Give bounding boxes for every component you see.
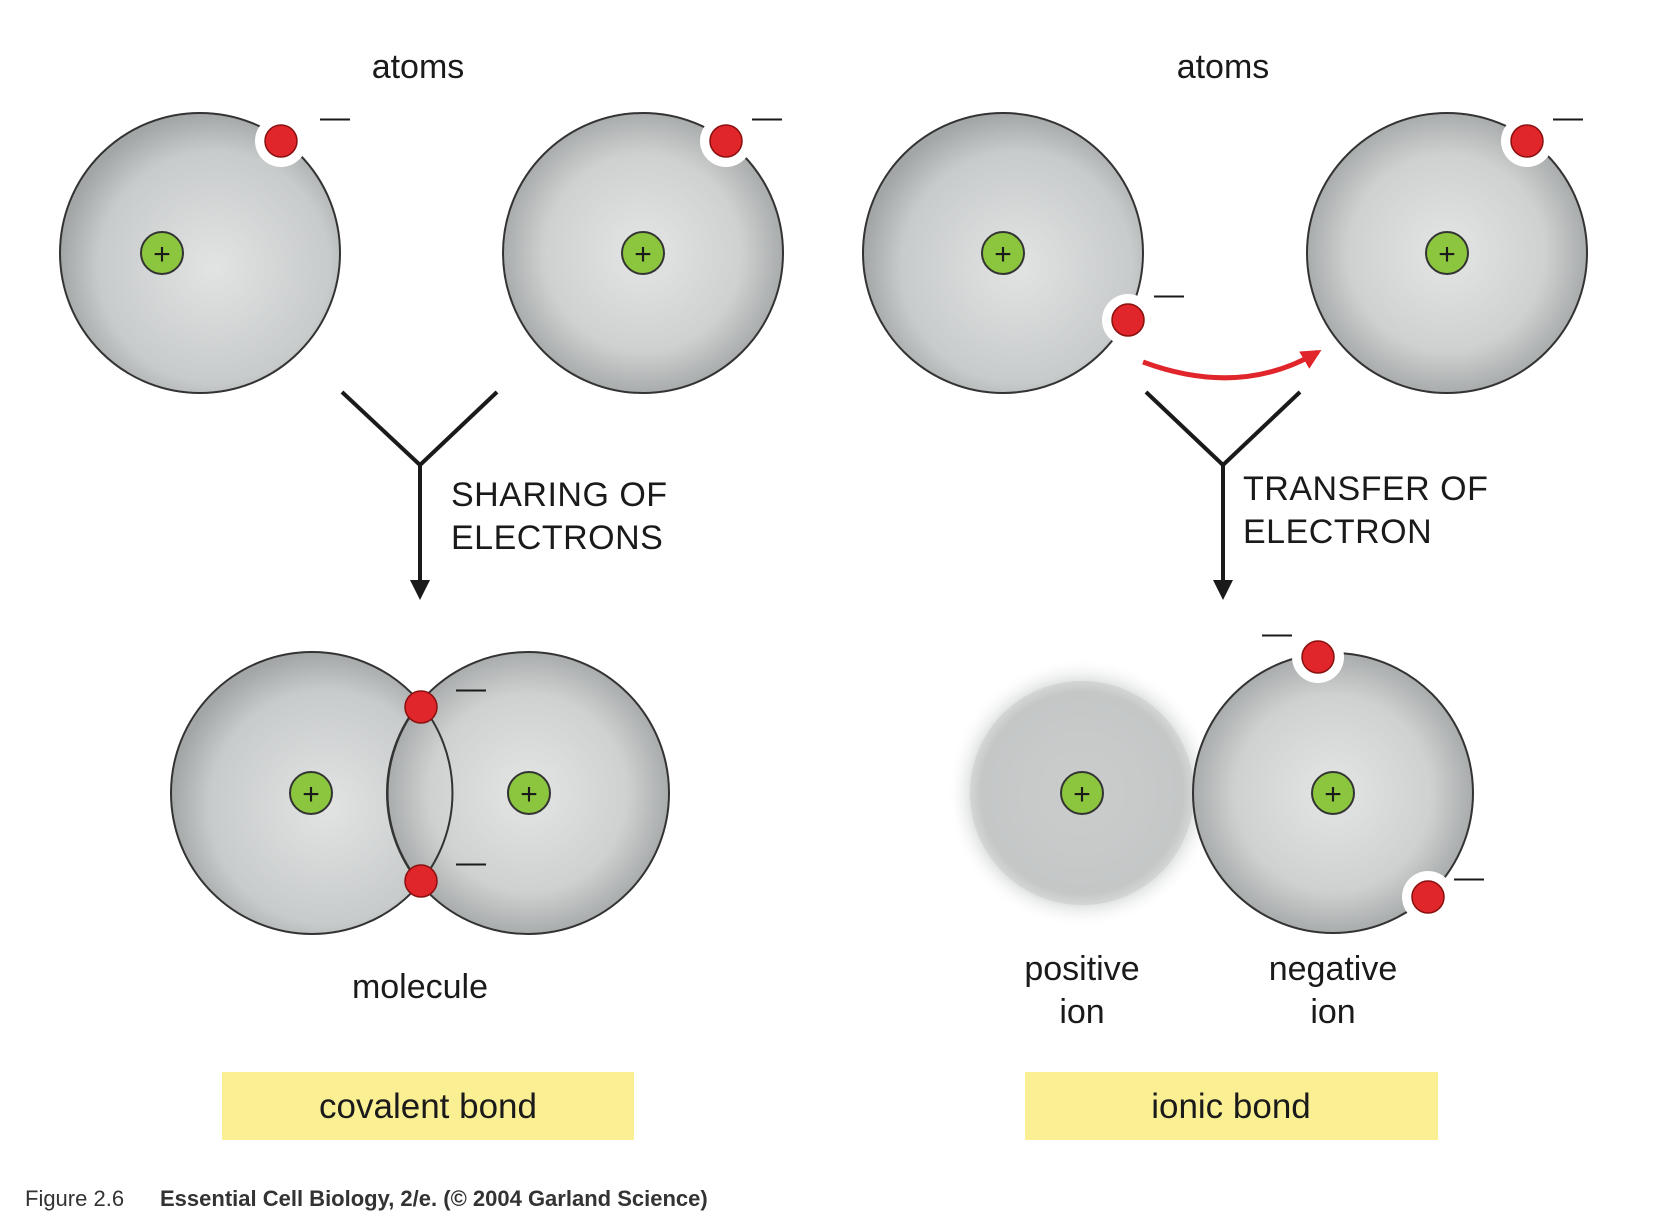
electron	[264, 124, 298, 158]
sharing-label-line2: ELECTRONS	[451, 519, 663, 557]
nucleus	[140, 231, 184, 275]
sharing-arrow	[340, 390, 499, 600]
negative-ion-label-line2: ion	[1310, 993, 1355, 1031]
nucleus-charge: +	[634, 238, 652, 271]
nucleus-charge: +	[994, 238, 1012, 271]
covalent-bond-box	[222, 1072, 634, 1140]
right-atom-2: — +	[1306, 101, 1588, 394]
ionic-panel: atoms — + — + TRANSFER OF ELECTR	[862, 48, 1588, 1140]
electron	[1301, 640, 1335, 674]
figure-caption: Figure 2.6 Essential Cell Biology, 2/e. …	[25, 1186, 708, 1211]
molecule: — — + +	[170, 651, 670, 935]
nucleus-charge: +	[1073, 778, 1091, 811]
electron	[709, 124, 743, 158]
nucleus-charge: +	[1324, 778, 1342, 811]
nucleus	[1425, 231, 1469, 275]
nucleus	[981, 231, 1025, 275]
positive-ion: +	[947, 658, 1217, 928]
shared-electron	[404, 864, 438, 898]
nucleus-charge: +	[302, 778, 320, 811]
caption-figure-number: Figure 2.6	[25, 1186, 124, 1211]
caption-source: Essential Cell Biology, 2/e. (© 2004 Gar…	[160, 1186, 708, 1211]
nucleus	[621, 231, 665, 275]
molecule-label: molecule	[352, 968, 488, 1006]
nucleus	[507, 771, 551, 815]
electron-charge: —	[1262, 617, 1292, 650]
positive-ion-label-line2: ion	[1059, 993, 1104, 1031]
electron-charge: —	[456, 846, 486, 879]
left-atom-2: — +	[502, 101, 784, 394]
covalent-bond-label: covalent bond	[319, 1087, 537, 1126]
electron-transfer-arrow	[1142, 349, 1322, 381]
electron-charge: —	[752, 101, 782, 134]
nucleus-charge: +	[153, 238, 171, 271]
covalent-panel: atoms — + — + SHARING OF ELECTRONS	[59, 48, 784, 1140]
transfer-label-line2: ELECTRON	[1243, 513, 1432, 551]
electron-charge: —	[1454, 861, 1484, 894]
left-atoms-label: atoms	[372, 48, 465, 86]
nucleus	[1060, 771, 1104, 815]
electron	[1111, 303, 1145, 337]
ionic-bond-label: ionic bond	[1151, 1087, 1311, 1126]
transfer-label-line1: TRANSFER OF	[1243, 470, 1488, 508]
negative-ion: — — +	[1192, 617, 1484, 934]
nucleus	[289, 771, 333, 815]
electron	[1510, 124, 1544, 158]
left-atom-1: — +	[59, 101, 350, 394]
negative-ion-label-line1: negative	[1269, 950, 1398, 988]
electron-charge: —	[320, 101, 350, 134]
electron-charge: —	[456, 672, 486, 705]
nucleus-charge: +	[1438, 238, 1456, 271]
electron-charge: —	[1553, 101, 1583, 134]
nucleus	[1311, 771, 1355, 815]
sharing-label-line1: SHARING OF	[451, 476, 668, 514]
transfer-arrow	[1144, 390, 1302, 600]
electron-charge: —	[1154, 278, 1184, 311]
ionic-bond-box	[1025, 1072, 1438, 1140]
nucleus-charge: +	[520, 778, 538, 811]
right-atom-1: — +	[862, 112, 1184, 394]
positive-ion-label-line1: positive	[1024, 950, 1139, 988]
electron	[1411, 880, 1445, 914]
shared-electron	[404, 690, 438, 724]
right-atoms-label: atoms	[1177, 48, 1270, 86]
